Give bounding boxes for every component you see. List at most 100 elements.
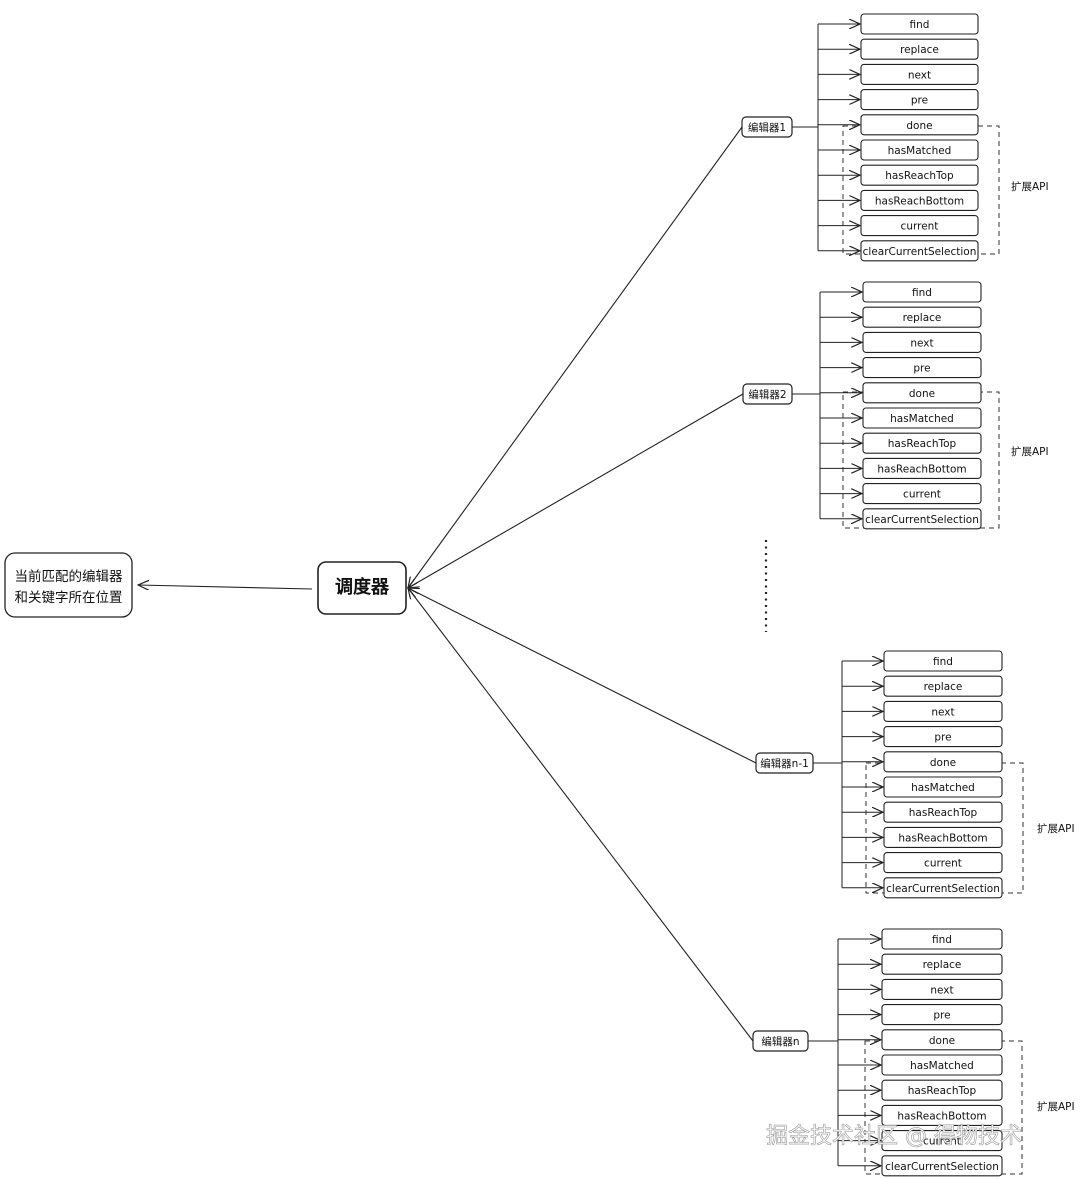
editor-to-dispatcher-arrow bbox=[408, 588, 757, 764]
method-node-pre: pre bbox=[862, 357, 982, 379]
method-label: clearCurrentSelection bbox=[863, 246, 977, 258]
method-label: find bbox=[933, 656, 953, 668]
method-node-hasmatched: hasMatched bbox=[883, 776, 1003, 798]
method-node-done: done bbox=[860, 114, 979, 136]
output-line1: 当前匹配的编辑器 bbox=[15, 568, 123, 585]
method-node-replace: replace bbox=[881, 953, 1003, 975]
method-label: replace bbox=[923, 959, 962, 971]
method-node-pre: pre bbox=[883, 726, 1003, 748]
editor-node: 编辑器n-1 bbox=[755, 752, 814, 774]
method-node-current: current bbox=[860, 215, 979, 237]
method-label: current bbox=[923, 1136, 961, 1148]
extended-api-region bbox=[864, 1040, 1023, 1175]
extended-api-label: 扩展API bbox=[1011, 445, 1049, 458]
method-label: pre bbox=[933, 1010, 950, 1022]
editor-group-4: find replace next pre done hasMatched hasReach… bbox=[408, 588, 1075, 1177]
dispatcher-node: 调度器 bbox=[317, 561, 407, 615]
method-node-replace: replace bbox=[860, 38, 979, 60]
editor-node: 编辑器n bbox=[752, 1030, 809, 1052]
method-node-hasreachtop: hasReachTop bbox=[860, 164, 979, 186]
method-label: hasReachTop bbox=[885, 170, 954, 182]
method-node-hasmatched: hasMatched bbox=[862, 407, 982, 429]
method-node-clearcurrentselection: clearCurrentSelection bbox=[881, 1155, 1003, 1177]
method-label: hasReachBottom bbox=[897, 1110, 986, 1122]
method-label: find bbox=[932, 934, 952, 946]
editor-to-dispatcher-arrow bbox=[408, 588, 754, 1042]
method-node-pre: pre bbox=[881, 1004, 1003, 1026]
editor-to-dispatcher-arrow bbox=[408, 126, 743, 588]
method-node-current: current bbox=[883, 852, 1003, 874]
method-label: hasMatched bbox=[911, 782, 975, 794]
method-label: pre bbox=[934, 732, 951, 744]
method-node-find: find bbox=[860, 13, 979, 35]
method-label: next bbox=[908, 69, 931, 81]
output-line2: 和关键字所在位置 bbox=[15, 590, 123, 606]
method-label: next bbox=[931, 706, 954, 718]
method-label: hasReachTop bbox=[908, 1085, 977, 1097]
method-label: done bbox=[909, 388, 935, 400]
method-node-done: done bbox=[883, 751, 1003, 773]
method-label: hasReachBottom bbox=[877, 463, 966, 475]
editor-to-dispatcher-arrow bbox=[408, 393, 744, 588]
method-label: hasReachTop bbox=[909, 807, 978, 819]
method-node-find: find bbox=[883, 650, 1003, 672]
method-label: hasMatched bbox=[888, 145, 952, 157]
method-node-next: next bbox=[862, 331, 982, 353]
method-node-done: done bbox=[881, 1029, 1003, 1051]
method-node-next: next bbox=[881, 978, 1003, 1000]
method-node-hasreachtop: hasReachTop bbox=[883, 801, 1003, 823]
method-node-current: current bbox=[862, 483, 982, 505]
method-node-next: next bbox=[860, 63, 979, 85]
dispatcher-label: 调度器 bbox=[335, 576, 390, 598]
method-label: pre bbox=[913, 363, 930, 375]
method-label: clearCurrentSelection bbox=[886, 883, 1000, 895]
method-node-current: current bbox=[881, 1130, 1003, 1152]
editor-label: 编辑器2 bbox=[748, 388, 786, 401]
editor-node: 编辑器2 bbox=[742, 383, 793, 405]
method-label: clearCurrentSelection bbox=[885, 1161, 999, 1173]
extended-api-region bbox=[865, 762, 1024, 894]
editor-group-1: find replace next pre done hasMatched hasReach… bbox=[408, 13, 1049, 588]
method-label: current bbox=[901, 221, 939, 233]
method-node-replace: replace bbox=[883, 675, 1003, 697]
method-node-hasreachtop: hasReachTop bbox=[881, 1079, 1003, 1101]
method-label: find bbox=[912, 287, 932, 299]
extended-api-label: 扩展API bbox=[1037, 822, 1075, 835]
method-label: hasMatched bbox=[910, 1060, 974, 1072]
editor-node: 编辑器1 bbox=[741, 116, 793, 138]
method-label: hasMatched bbox=[890, 413, 954, 425]
method-label: replace bbox=[900, 44, 939, 56]
extended-api-label: 扩展API bbox=[1011, 180, 1049, 193]
method-label: replace bbox=[903, 312, 942, 324]
method-node-next: next bbox=[883, 700, 1003, 722]
method-label: done bbox=[930, 757, 956, 769]
method-node-find: find bbox=[881, 928, 1003, 950]
method-node-clearcurrentselection: clearCurrentSelection bbox=[860, 240, 979, 262]
output-node: 当前匹配的编辑器 和关键字所在位置 bbox=[4, 552, 133, 618]
method-label: hasReachTop bbox=[888, 438, 957, 450]
watermark: 掘金技术社区 @ 得物技术 bbox=[766, 1124, 1022, 1149]
method-node-hasmatched: hasMatched bbox=[860, 139, 979, 161]
method-label: current bbox=[903, 489, 941, 501]
method-node-replace: replace bbox=[862, 306, 982, 328]
method-label: find bbox=[910, 19, 930, 31]
method-label: hasReachBottom bbox=[898, 832, 987, 844]
method-node-hasreachbottom: hasReachBottom bbox=[883, 826, 1003, 848]
method-node-find: find bbox=[862, 281, 982, 303]
editor-group-2: find replace next pre done hasMatched hasReach… bbox=[408, 281, 1049, 588]
editor-label: 编辑器n-1 bbox=[760, 757, 809, 770]
method-label: replace bbox=[924, 681, 963, 693]
method-label: next bbox=[910, 337, 933, 349]
method-node-hasreachbottom: hasReachBottom bbox=[860, 189, 979, 211]
method-node-hasmatched: hasMatched bbox=[881, 1054, 1003, 1076]
method-node-done: done bbox=[862, 382, 982, 404]
method-label: done bbox=[906, 120, 932, 132]
editor-label: 编辑器1 bbox=[748, 121, 786, 134]
method-node-hasreachbottom: hasReachBottom bbox=[862, 457, 982, 479]
method-label: done bbox=[929, 1035, 955, 1047]
extended-api-label: 扩展API bbox=[1037, 1100, 1075, 1113]
method-node-clearcurrentselection: clearCurrentSelection bbox=[862, 508, 982, 530]
editor-group-3: find replace next pre done hasMatched hasReach… bbox=[408, 588, 1075, 899]
